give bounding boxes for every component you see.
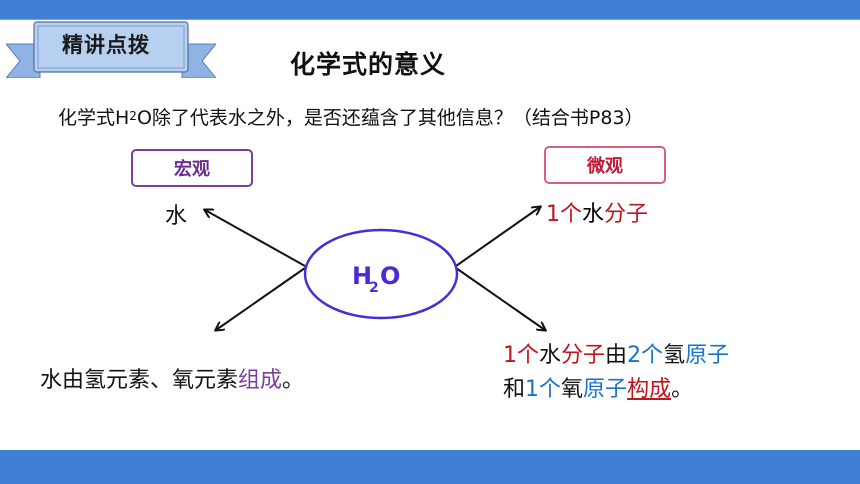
arrow-to-elements <box>216 267 306 330</box>
arrow-to-substance <box>205 210 306 267</box>
macro-desc-text: 水由氢元素、氧元素 <box>40 368 239 393</box>
bottom-bar <box>0 450 860 484</box>
page-title: 化学式的意义 <box>290 50 447 79</box>
micro-desc-line-1: 1个水分子由2个氢原子 <box>503 339 729 373</box>
micro-description: 1个水分子由2个氢原子 和1个氧原子构成。 <box>503 339 729 407</box>
top-bar <box>0 0 860 19</box>
micro-desc-line-2: 和1个氧原子构成。 <box>503 373 729 407</box>
formula-h: H <box>352 262 372 290</box>
molecule-number: 1 <box>546 202 560 227</box>
desc-oxygen: 氧 <box>561 377 584 402</box>
desc-num-3: 1 <box>525 377 540 402</box>
desc-unit-1: 个 <box>517 343 540 368</box>
desc-compose: 构成 <box>627 377 672 402</box>
h2o-ellipse <box>303 228 459 320</box>
desc-you: 由 <box>605 343 628 368</box>
arrow-to-atoms <box>455 267 545 330</box>
molecule-substance: 水 <box>582 202 605 227</box>
desc-unit-3: 个 <box>539 377 562 402</box>
desc-atom-2: 原子 <box>583 377 628 402</box>
desc-num-2: 2 <box>627 343 642 368</box>
desc-water: 水 <box>539 343 562 368</box>
section-ribbon <box>6 21 216 78</box>
desc-molecule: 分子 <box>561 343 606 368</box>
molecule-unit: 个 <box>560 202 583 227</box>
section-label: 精讲点拨 <box>62 33 150 57</box>
desc-hydrogen: 氢 <box>663 343 686 368</box>
desc-unit-2: 个 <box>641 343 664 368</box>
desc-num-1: 1 <box>503 343 517 368</box>
question-prefix: 化学式H <box>58 106 130 129</box>
macro-substance: 水 <box>165 204 188 229</box>
desc-atom-1: 原子 <box>685 343 730 368</box>
desc-period: 。 <box>671 377 694 402</box>
micro-label-box: 微观 <box>544 146 666 184</box>
macro-desc-keyword: 组成 <box>238 368 283 393</box>
arrow-to-molecule <box>455 207 540 267</box>
macro-description: 水由氢元素、氧元素组成。 <box>40 362 304 394</box>
macro-label: 宏观 <box>174 159 210 180</box>
question-suffix: O除了代表水之外，是否还蕴含了其他信息？（结合书P83） <box>136 106 644 129</box>
formula-o: O <box>380 262 400 290</box>
macro-desc-period: 。 <box>282 368 305 393</box>
molecule-term: 分子 <box>604 202 649 227</box>
macro-label-box: 宏观 <box>131 149 253 187</box>
micro-label: 微观 <box>587 156 623 177</box>
question-subscript: 2 <box>129 109 137 123</box>
top-bar-divider <box>0 19 860 20</box>
desc-and: 和 <box>503 377 526 402</box>
formula-subscript: 2 <box>369 280 379 296</box>
micro-molecule: 1个水分子 <box>546 196 648 228</box>
